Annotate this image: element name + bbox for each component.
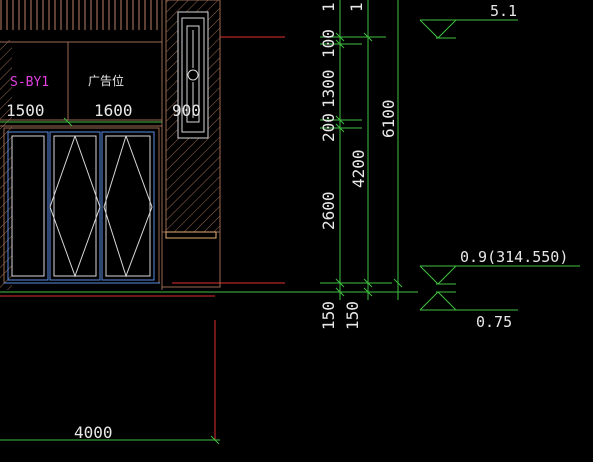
dim-col2-top: 1 [347, 2, 366, 12]
elevation-marker-top [419, 19, 518, 39]
s-by1-label: S-BY1 [10, 75, 49, 90]
signage-zone [0, 0, 163, 290]
ad-position-label: 广告位 [88, 73, 124, 88]
elevation-floor-label: 0.9(314.550) [460, 248, 568, 266]
dim-900: 900 [172, 101, 201, 120]
dim-4000: 4000 [74, 423, 113, 442]
dim-1500: 1500 [6, 101, 45, 120]
dim-col2-150: 150 [343, 301, 362, 330]
bottom-dim-line [0, 435, 220, 445]
dim-1600: 1600 [94, 101, 133, 120]
dim-1300: 1300 [319, 69, 338, 108]
elevation-top-label: 5.1 [490, 2, 517, 20]
left-wall-hatch [0, 40, 12, 290]
elevation-marker-ground [419, 291, 518, 311]
dim-col1-150: 150 [319, 301, 338, 330]
vertical-dim-lines [320, 0, 403, 300]
elevation-marker-floor [419, 265, 580, 285]
dim-100: 100 [319, 29, 338, 58]
top-stripe-band [0, 0, 162, 30]
dim-col1-top: 1 [319, 2, 338, 12]
dim-2600: 2600 [319, 191, 338, 230]
top-dim-ticks [0, 117, 162, 127]
storefront-doors [3, 127, 160, 284]
dim-4200: 4200 [349, 149, 368, 188]
elevation-ground-label: 0.75 [476, 313, 512, 331]
hatched-pier [161, 0, 221, 288]
dim-200: 200 [319, 113, 338, 142]
dim-6100: 6100 [379, 99, 398, 138]
red-guides [172, 36, 285, 440]
